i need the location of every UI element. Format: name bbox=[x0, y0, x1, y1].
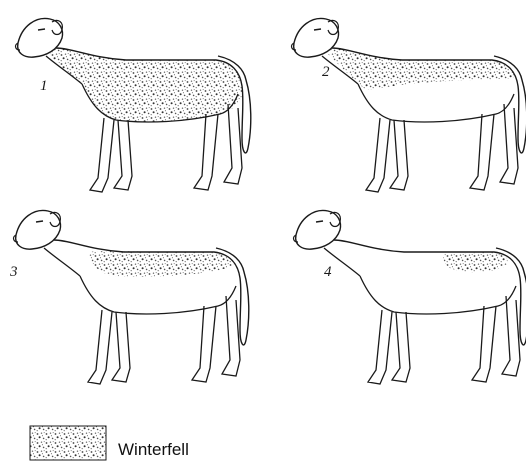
fleece-area-2 bbox=[328, 48, 514, 90]
figure-number-1: 1 bbox=[40, 78, 48, 94]
figure-number-3: 3 bbox=[9, 264, 18, 280]
fleece-area-3 bbox=[88, 251, 234, 277]
fleece-area-1 bbox=[50, 48, 242, 122]
fleece-area-4 bbox=[443, 252, 507, 272]
figure-number-4: 4 bbox=[324, 264, 332, 280]
sheep-figure-1: 1 bbox=[16, 18, 251, 192]
sheep-figure-4: 4 bbox=[294, 210, 526, 384]
sheep-figure-3: 3 bbox=[9, 210, 249, 384]
legend-swatch bbox=[30, 426, 106, 460]
legend-label: Winterfell bbox=[118, 440, 189, 460]
sheep-figure-2: 2 bbox=[292, 18, 526, 192]
figure-number-2: 2 bbox=[322, 64, 330, 80]
